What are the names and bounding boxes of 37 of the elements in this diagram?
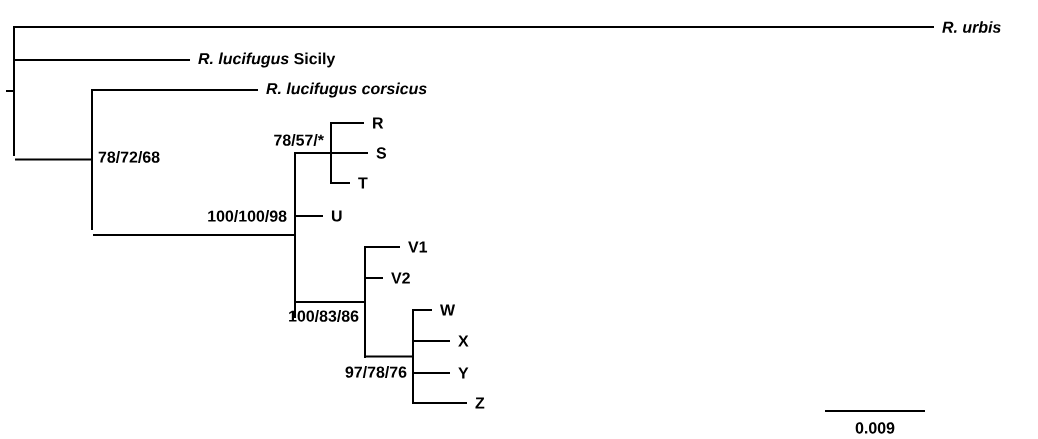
branch (413, 372, 451, 374)
branch (331, 152, 369, 154)
support-value: 78/72/68 (98, 151, 160, 163)
support-value: 100/100/98 (208, 210, 287, 222)
branch (295, 301, 365, 303)
branch (331, 182, 351, 184)
taxon-label: V2 (391, 272, 410, 284)
taxon-label: V1 (408, 241, 428, 253)
branch (14, 158, 92, 161)
taxon-label: X (458, 335, 469, 347)
taxon-label: T (358, 177, 368, 189)
branch (92, 89, 259, 91)
support-value: 78/57/* (274, 134, 324, 146)
branch (365, 246, 401, 248)
branch (295, 152, 331, 154)
taxon-label: U (331, 210, 342, 222)
branch (365, 277, 384, 279)
branch (365, 355, 413, 358)
branch (413, 309, 433, 311)
branch (14, 26, 935, 28)
taxon-label: S (376, 147, 386, 159)
taxon-label: R (373, 117, 384, 129)
taxon-label: W (440, 304, 456, 316)
support-value: 97/78/76 (345, 366, 407, 378)
branch (331, 122, 365, 124)
taxon-label: R. lucifugus Sicily (198, 52, 336, 68)
branch (413, 340, 451, 342)
branch (295, 215, 324, 217)
taxon-label: R. urbis (942, 21, 1001, 33)
branch (413, 402, 468, 404)
taxon-label: Y (458, 367, 469, 379)
support-value: 100/83/86 (289, 310, 359, 322)
scale-label: 0.009 (855, 422, 895, 434)
taxon-label: Z (475, 397, 485, 409)
branch (92, 234, 295, 236)
branch (14, 59, 191, 61)
taxon-label: R. lucifugus corsicus (266, 82, 427, 98)
